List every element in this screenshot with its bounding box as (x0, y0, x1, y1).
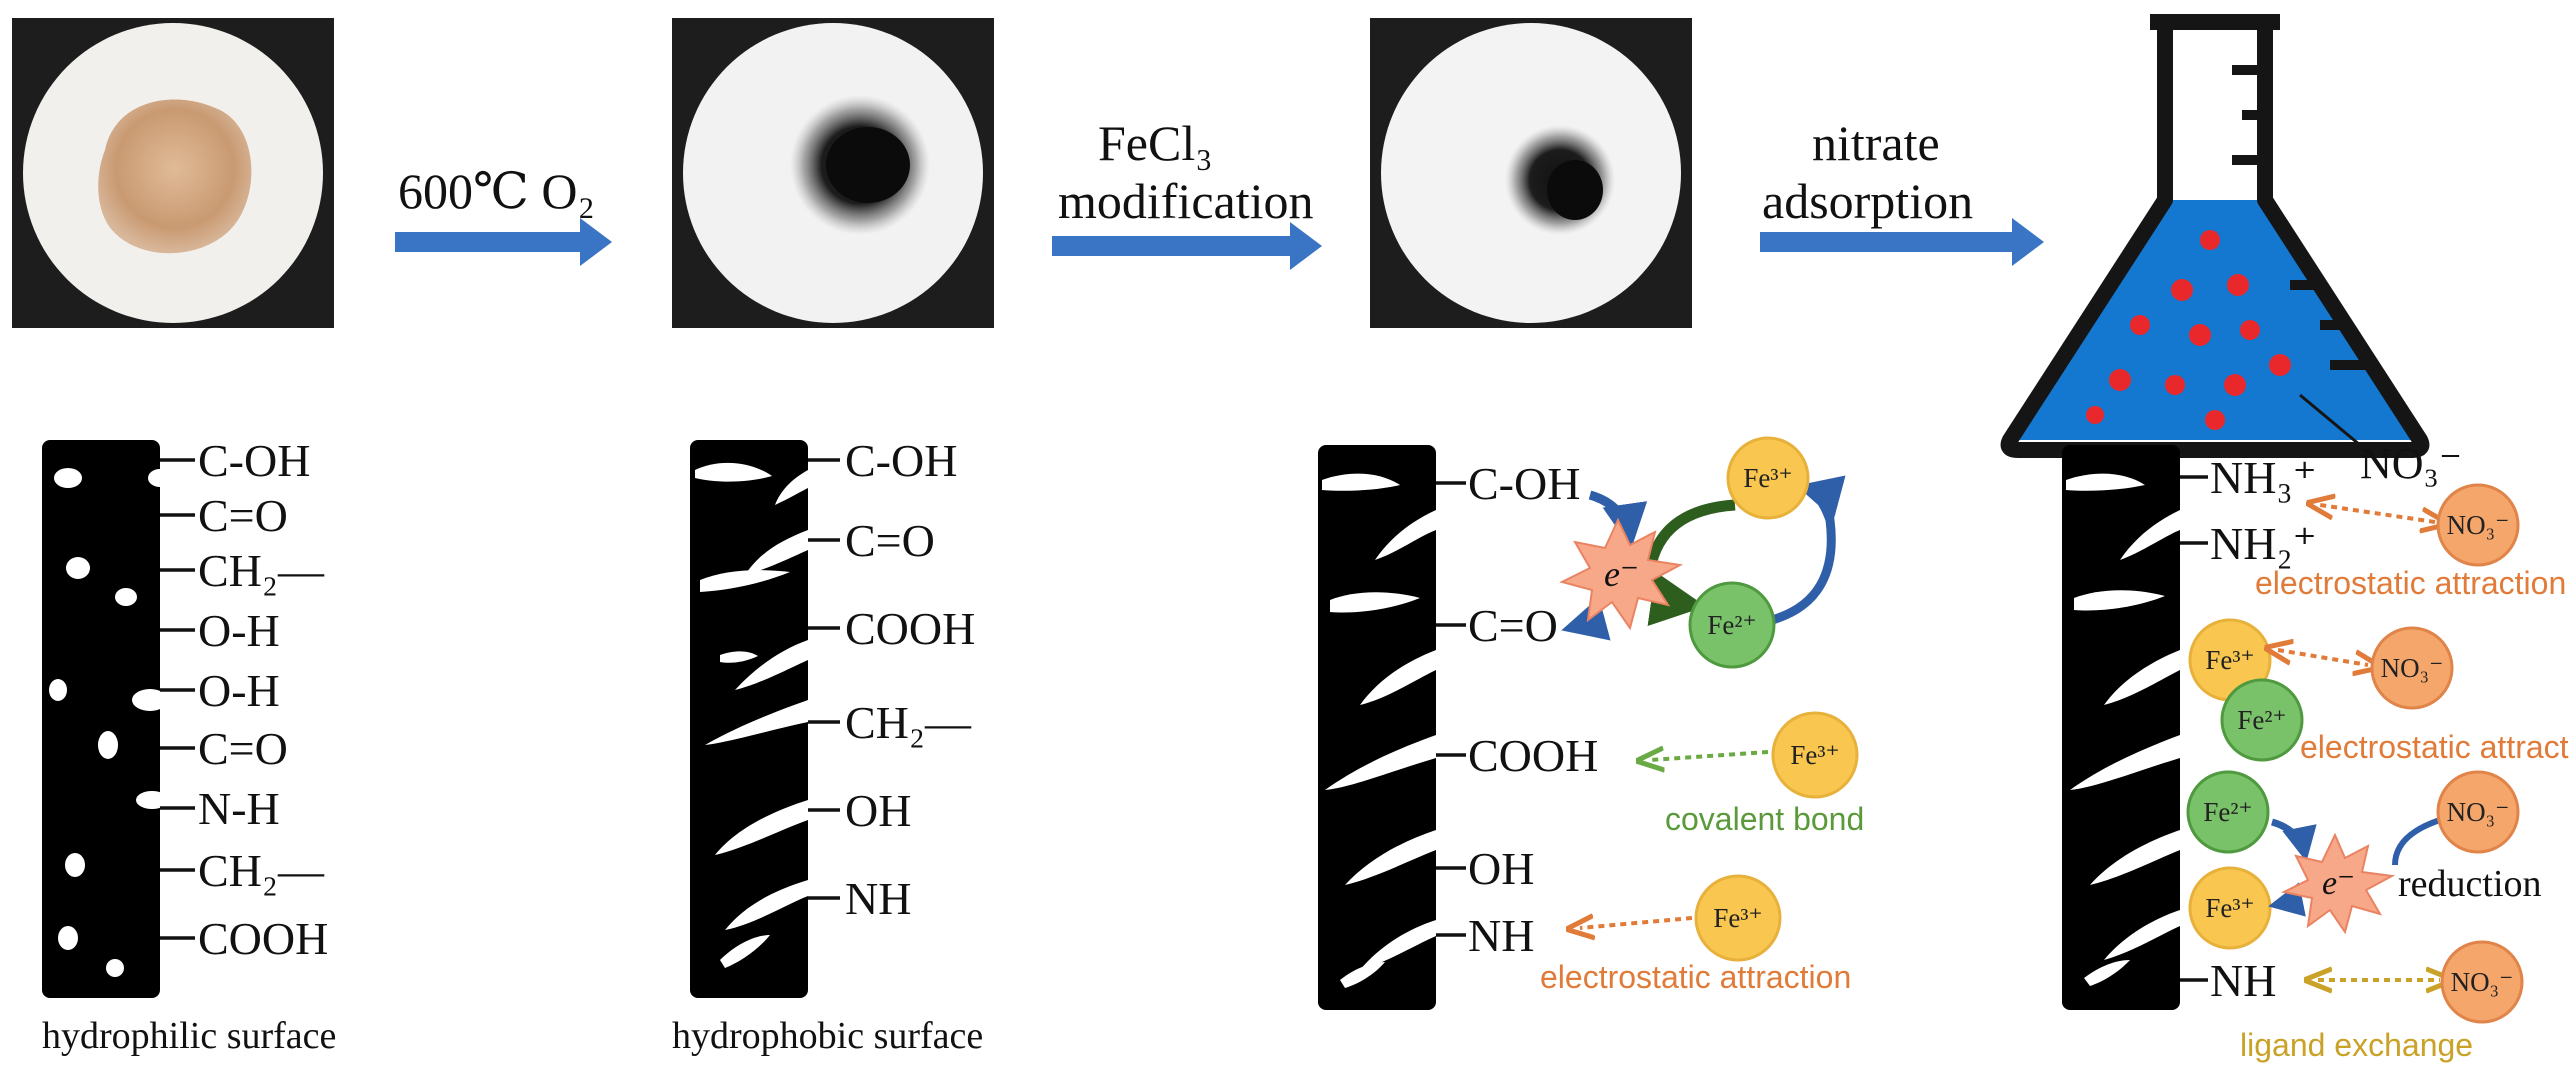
panel3-group-1: C=O (1468, 600, 1558, 651)
fe3-ion-low (1694, 874, 1782, 962)
panel3-bonds (1436, 481, 1466, 937)
step-label-nitrate: nitrate (1812, 115, 1940, 171)
panel4-electrostatic-2: electrostatic attraction (2300, 729, 2570, 765)
panel1-group-5: C=O (198, 723, 288, 774)
panel3-group-4: NH (1468, 910, 1534, 961)
covalent-arrow (1650, 752, 1769, 760)
panel1-group-4: O-H (198, 665, 280, 716)
panel1-caption: hydrophilic surface (42, 1015, 336, 1057)
panel3-fe2: Fe²⁺ (1707, 610, 1756, 640)
fe3-ion-top (1726, 436, 1810, 520)
biochar-strip-4 (2062, 445, 2180, 1010)
panel4-arrow-2 (2278, 650, 2368, 665)
panel1-group-2: CH₂— (198, 545, 325, 596)
fe2-ion (1688, 581, 1776, 669)
biochar-strip-2 (690, 440, 808, 998)
panel1-bonds (160, 458, 195, 940)
process-arrow-3 (1760, 218, 2044, 266)
panel3-electron-burst-icon: e⁻ (1559, 517, 1684, 631)
panel3-fe3-top: Fe³⁺ (1743, 463, 1792, 493)
panel3-group-3: OH (1468, 843, 1534, 894)
no3-ion-3 (2436, 770, 2520, 854)
biochar-strip-1 (42, 440, 172, 998)
panel2-bonds (808, 458, 840, 900)
panel4-reduction-label: reduction (2398, 863, 2542, 905)
panel3-arrow-fe2-to-fe3 (1770, 475, 1846, 625)
fe3-ion-mid (1771, 711, 1859, 799)
panel4-fe3-a: Fe³⁺ (2205, 645, 2254, 675)
panel2-group-2: COOH (845, 603, 975, 654)
panel4-group-1: NH₂⁺ (2210, 518, 2317, 569)
panel4-arrow-1 (2320, 505, 2435, 522)
panel4-fe2-a: Fe²⁺ (2237, 705, 2286, 735)
panel4-electron-burst-icon: e⁻ (2281, 832, 2396, 935)
panel4-no3-2: NO₃⁻ (2381, 653, 2444, 683)
panel1-group-6: N-H (198, 783, 280, 834)
panel4-fe2-b: Fe²⁺ (2203, 797, 2252, 827)
no3-ion-4 (2440, 940, 2524, 1024)
photo-raw-biomass (12, 18, 334, 328)
panel2-caption: hydrophobic surface (672, 1015, 983, 1057)
flask-icon (2000, 14, 2430, 458)
panel3-arrow-coh-to-e (1588, 490, 1648, 549)
panel4-fe2-ion-a (2220, 678, 2304, 762)
no3-ion-1 (2436, 483, 2520, 567)
panel1-group-1: C=O (198, 490, 288, 541)
process-arrow-2 (1052, 222, 1322, 270)
panel4-fe3-b: Fe³⁺ (2205, 893, 2254, 923)
step-label-adsorption: adsorption (1762, 173, 1973, 229)
panel2-group-4: OH (845, 785, 911, 836)
panel4-electron: e⁻ (2322, 865, 2355, 902)
panel3-covalent-label: covalent bond (1665, 801, 1864, 837)
step-label-modification: modification (1058, 173, 1314, 229)
panel3-group-2: COOH (1468, 730, 1598, 781)
panel2-group-3: CH₂— (845, 697, 972, 748)
panel2-group-1: C=O (845, 515, 935, 566)
panel1-group-8: COOH (198, 913, 328, 964)
no3-ion-2 (2370, 626, 2454, 710)
panel3-group-0: C-OH (1468, 458, 1580, 509)
photo-modified-biochar (1370, 18, 1692, 328)
panel4-bonds (2180, 475, 2208, 982)
photo-biochar (672, 18, 994, 328)
panel1-group-3: O-H (198, 605, 280, 656)
panel2-group-5: NH (845, 873, 911, 924)
panel4-arrow-fe2-to-e (2270, 818, 2317, 862)
biochar-strip-3 (1318, 445, 1436, 1010)
panel3-electron: e⁻ (1604, 554, 1639, 594)
step-label-oxidation: 600℃ O₂ (398, 163, 595, 219)
panel4-no3-3: NO₃⁻ (2447, 797, 2510, 827)
flask-nitrate-label: NO₃⁻ (2360, 439, 2462, 488)
electrostatic-arrow (1580, 918, 1693, 928)
panel1-group-7: CH₂— (198, 845, 325, 896)
panel4-ligand-label: ligand exchange (2240, 1027, 2473, 1063)
panel4-fe2-ion-b (2186, 770, 2270, 854)
panel4-group-0: NH₃⁺ (2210, 452, 2317, 503)
panel4-arrow-no3-curve (2392, 817, 2441, 866)
panel3-fe3-mid: Fe³⁺ (1790, 740, 1839, 770)
panel1-group-0: C-OH (198, 435, 310, 486)
panel3-fe3-low: Fe³⁺ (1713, 903, 1762, 933)
process-arrow-1 (395, 218, 612, 266)
panel4-no3-4: NO₃⁻ (2451, 967, 2514, 997)
panel4-group-2: NH (2210, 955, 2276, 1006)
step-label-fecl3: FeCl₃ (1098, 115, 1213, 171)
panel2-group-0: C-OH (845, 435, 957, 486)
panel4-electrostatic-1: electrostatic attraction (2255, 565, 2566, 601)
panel3-electrostatic-label: electrostatic attraction (1540, 959, 1851, 995)
nitrate-particles (2086, 230, 2291, 430)
panel4-no3-1: NO₃⁻ (2447, 510, 2510, 540)
